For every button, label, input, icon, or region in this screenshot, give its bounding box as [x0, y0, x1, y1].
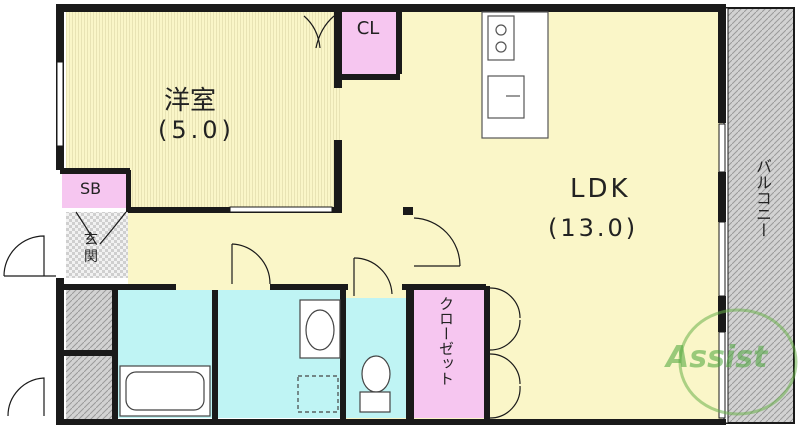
washbasin: [299, 299, 341, 359]
bathtub: [119, 365, 211, 417]
washing-machine-space: [297, 375, 339, 413]
shoe-box-label: SB: [80, 179, 102, 198]
assist-watermark: [678, 308, 798, 416]
ldk-name: LDK: [570, 174, 631, 204]
balcony-label: バルコニー: [753, 158, 772, 238]
watermark-text: Assist: [666, 340, 768, 375]
pipe-shaft-1: [66, 290, 118, 352]
cl-floor: [342, 12, 398, 74]
ldk-size: (13.0): [548, 214, 639, 242]
closet-small-label: CL: [356, 18, 380, 39]
toilet: [359, 355, 391, 413]
entrance-label: 玄関: [84, 232, 98, 265]
doors: [3, 15, 521, 419]
windows: [56, 61, 726, 419]
balcony-area: [725, 7, 795, 424]
closet-label: クローゼット: [437, 296, 455, 386]
sb-floor: [62, 174, 128, 208]
western-room-size: (5.0): [158, 116, 235, 144]
corridor-floor: [128, 212, 408, 290]
pipe-shaft-2: [66, 356, 118, 420]
kitchen-counter: [481, 11, 549, 139]
closet-floor: [412, 288, 488, 418]
western-room-name: 洋室: [164, 86, 217, 116]
